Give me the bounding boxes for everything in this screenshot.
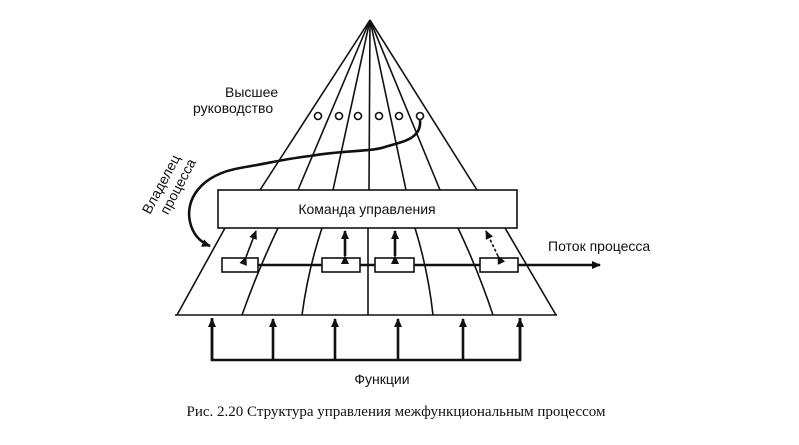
manager-circle xyxy=(353,111,363,121)
team-step-links xyxy=(239,230,506,266)
manager-circle xyxy=(415,111,425,121)
process-owner-curve xyxy=(187,119,422,248)
process-flow-label: Поток процесса xyxy=(548,238,650,254)
functions-label: Функции xyxy=(354,371,409,387)
manager-circle xyxy=(374,111,384,121)
pyramid-top xyxy=(259,19,478,191)
management-team-label: Команда управления xyxy=(298,201,435,217)
top-manager-circles xyxy=(313,111,425,121)
process-step xyxy=(321,257,361,273)
process-step xyxy=(221,257,259,273)
manager-circle xyxy=(334,111,344,121)
top-management-label-2: руководство xyxy=(193,100,273,116)
process-step xyxy=(479,257,519,273)
process-step xyxy=(374,257,415,273)
pyramid-bottom xyxy=(175,227,557,316)
manager-circle xyxy=(394,111,404,121)
figure-caption: Рис. 2.20 Структура управления межфункци… xyxy=(187,404,606,420)
top-management-label: Высшее xyxy=(225,84,278,100)
management-team-box xyxy=(217,189,518,229)
manager-circle xyxy=(313,111,323,121)
function-arrows xyxy=(208,318,524,362)
